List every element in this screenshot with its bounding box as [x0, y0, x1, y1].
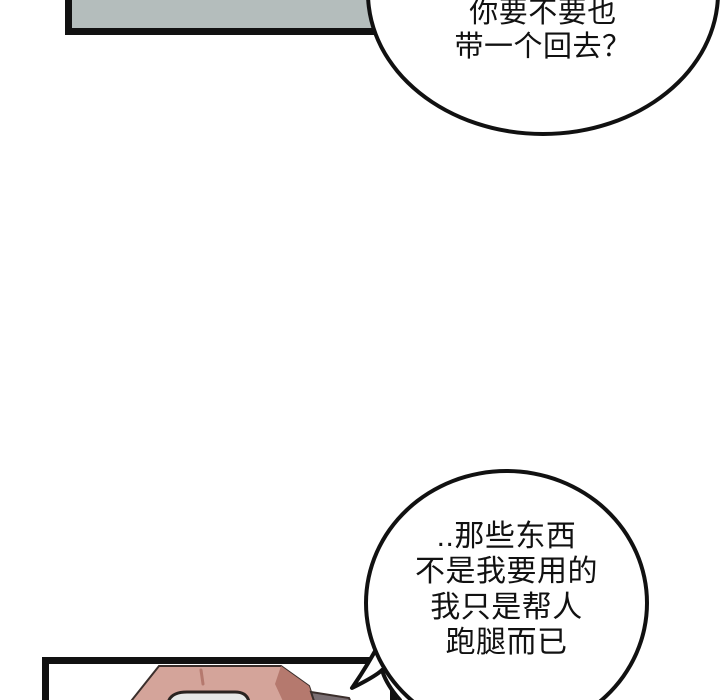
character-head-art	[130, 665, 351, 700]
hair-shadow-wedge	[309, 690, 351, 700]
lower-speech-bubble: ..那些东西 不是我要用的 我只是帮人 跑腿而已	[364, 469, 649, 700]
brow-crease	[199, 668, 205, 686]
lower-bubble-text: ..那些东西 不是我要用的 我只是帮人 跑腿而已	[368, 519, 645, 661]
lower-bubble-line-2: 不是我要用的	[415, 555, 598, 589]
lower-bubble-line-4: 跑腿而已	[445, 626, 568, 660]
eye-highlight	[167, 690, 250, 700]
bottom-left-panel	[42, 657, 397, 700]
lower-bubble-line-1: ..那些东西	[436, 520, 577, 553]
upper-speech-bubble: 你要不要也 带一个回去？	[366, 0, 720, 136]
cheek-shadow	[275, 666, 314, 700]
upper-bubble-line-1: 你要不要也	[469, 0, 617, 29]
lower-bubble-line-3: 我只是帮人	[430, 590, 583, 624]
upper-bubble-line-2: 带一个回去？	[454, 31, 632, 64]
upper-bubble-text: 你要不要也 带一个回去？	[370, 0, 716, 64]
